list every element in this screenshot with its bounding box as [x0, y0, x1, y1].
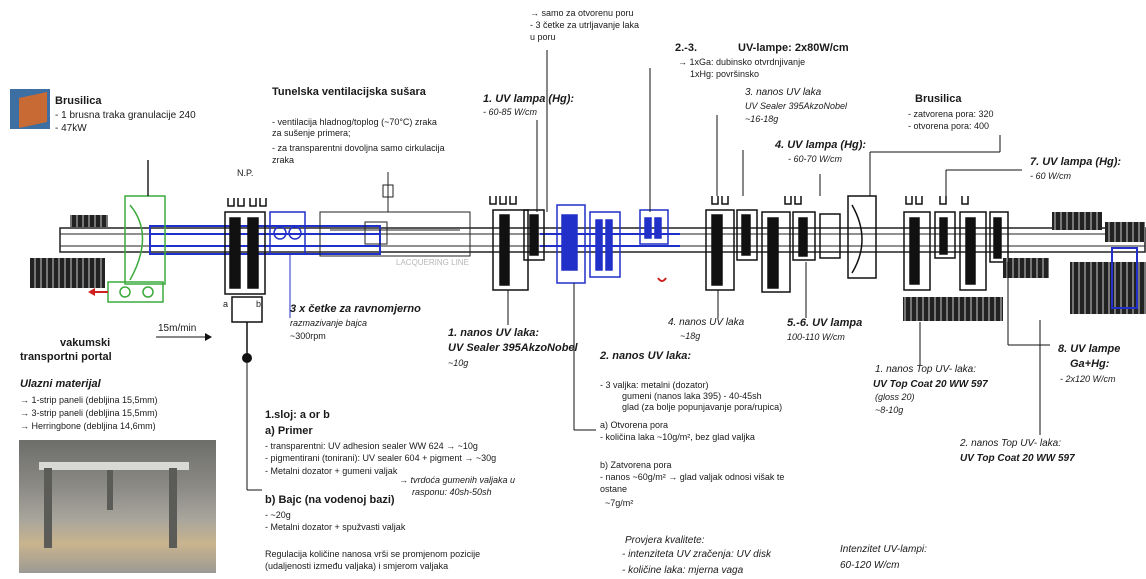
top-coat-1-line: UV Top Coat 20 WW 597 — [873, 379, 988, 390]
sander-2-title: Brusilica — [915, 93, 962, 105]
tunnel-dryer — [319, 172, 471, 257]
uv-lamps-23-line: 1xHg: površinsko — [690, 69, 760, 79]
coat-2-line: glad (za bolje popunjavanje pora/rupica) — [622, 402, 783, 412]
sander-2-line: - otvorena pora: 400 — [908, 121, 990, 131]
leader-lines — [507, 50, 1050, 435]
quality-title: Provjera kvalitete: — [625, 535, 705, 546]
uv-lamp-7-title: 7. UV lampa (Hg): — [1030, 156, 1122, 168]
top-coat-2-title: 2. nanos Top UV- laka: — [960, 438, 1061, 449]
open-pore-line: - 3 četke za utrljavanje laka — [530, 20, 640, 30]
coat-2-line: - nanos ~60g/m² → glad valjak odnosi viš… — [600, 472, 785, 482]
tunnel-line: - ventilacija hladnog/toplog (~70°C) zra… — [272, 117, 437, 127]
coat-2-title: 2. nanos UV laka: — [600, 350, 692, 362]
brushes-line: razmazivanje bajca — [290, 318, 368, 328]
intensity-value: 60-120 W/cm — [840, 560, 900, 571]
quality-line: - intenziteta UV zračenja: UV disk — [622, 549, 771, 560]
tunnel-title: Tunelska ventilacijska sušara — [272, 86, 426, 98]
coat-2-line: gumeni (nanos laka 395) - 40-45sh — [622, 391, 762, 401]
np-label: N.P. — [237, 168, 254, 178]
intensity-title: Intenzitet UV-lampi: — [840, 544, 927, 555]
input-line: → Herringbone (debljina 14,6mm) — [20, 421, 156, 431]
coat-2-line: b) Zatvorena pora — [600, 460, 672, 470]
primer-roller-units — [224, 198, 267, 356]
uv-lamp-8-line: Ga+Hg: — [1070, 358, 1110, 370]
uv-lamp-1-value: - 60-85 W/cm — [483, 107, 538, 117]
quality-line: - količine laka: mjerna vaga — [622, 565, 744, 576]
sander-logo-icon — [10, 89, 50, 129]
sander-1-line: - 1 brusna traka granulacije 240 — [55, 110, 196, 121]
coat-2-line: - količina laka ~10g/m², bez glad valjka — [600, 432, 755, 442]
roller-b-label: b — [256, 299, 262, 309]
input-line: → 3-strip paneli (debljina 15,5mm) — [20, 408, 158, 418]
uv-lamp-56-value: 100-110 W/cm — [787, 332, 845, 342]
uv-lamp-8-title: 8. UV lampe — [1058, 343, 1121, 355]
coat-3-line: ~16-18g — [745, 114, 779, 124]
uv-lamp-4-value: - 60-70 W/cm — [788, 154, 843, 164]
top-coat-units — [903, 196, 1009, 291]
uv-lamp-7-value: - 60 W/cm — [1030, 171, 1072, 181]
coat-1-line: ~10g — [448, 358, 469, 368]
uv-lamp-4-title: 4. UV lampa (Hg): — [775, 139, 867, 151]
stain-line: - Metalni dozator + spužvasti valjak — [265, 522, 406, 532]
tunnel-line: - za transparentni dovoljna samo cirkula… — [272, 143, 445, 153]
layer-1-title: 1.sloj: a or b — [265, 409, 330, 421]
top-coat-1-line: ~8-10g — [875, 405, 904, 415]
uv-coater-3 — [705, 196, 841, 293]
top-coat-2-line: UV Top Coat 20 WW 597 — [960, 453, 1075, 464]
primer-line: - transparentni: UV adhesion sealer WW 6… — [265, 441, 478, 451]
coat-2-line: ostane — [600, 484, 628, 494]
portal-title: vakumski — [60, 337, 111, 349]
coat-2-line: - 3 valjka: metalni (dozator) — [600, 380, 709, 390]
uv-lamp-1 — [489, 196, 545, 291]
open-pore-line: u poru — [530, 32, 556, 42]
open-pore-line: → samo za otvorenu poru — [530, 8, 634, 18]
brushes-title: 3 x četke za ravnomjerno — [290, 303, 421, 315]
transport-portal-photo — [19, 440, 216, 573]
primer-title: a) Primer — [265, 425, 313, 437]
watermark: LACQUERING LINE — [396, 258, 469, 267]
input-title: Ulazni materijal — [20, 378, 101, 390]
regulation-line: (udaljenosti između valjaka) i smjerom v… — [265, 561, 449, 571]
coat-2-line: a) Otvorena pora — [600, 420, 669, 430]
coat-4-title: 4. nanos UV laka — [668, 317, 745, 328]
uv-lamps-23-title: UV-lampe: 2x80W/cm — [738, 42, 849, 54]
coat-4-value: ~18g — [680, 331, 701, 341]
uv-lamp-56-title: 5.-6. UV lampa — [787, 317, 863, 329]
primer-line: - Metalni dozator + gumeni valjak — [265, 466, 398, 476]
infeed-rollers — [30, 258, 105, 288]
sander-2-unit — [847, 195, 877, 279]
input-line: → 1-strip paneli (debljina 15,5mm) — [20, 395, 158, 405]
tunnel-line: za sušenje primera; — [272, 128, 351, 138]
coat-2-line: ~7g/m² — [605, 498, 634, 508]
portal-title: transportni portal — [20, 351, 112, 363]
coat-1-line: UV Sealer 395AkzoNobel — [448, 342, 578, 354]
stain-title: b) Bajc (na vodenoj bazi) — [265, 494, 395, 506]
top-coat-1-title: 1. nanos Top UV- laka: — [875, 364, 976, 375]
uv-lamps-23-line: → 1xGa: dubinsko otvrdnjivanje — [678, 57, 806, 67]
outfeed-stack — [1052, 212, 1146, 314]
hardness-line: → tvrdoća gumenih valjaka u — [399, 475, 516, 485]
tunnel-line: zraka — [272, 155, 295, 165]
open-pore-brushes — [556, 204, 669, 284]
hardness-line: rasponu: 40sh-50sh — [412, 487, 492, 497]
sander-1-line: - 47kW — [55, 123, 87, 134]
sander-2-line: - zatvorena pora: 320 — [908, 109, 994, 119]
brushes-line: ~300rpm — [290, 331, 326, 341]
coat-3-line: UV Sealer 395AkzoNobel — [745, 101, 848, 111]
top-coat-rollers — [903, 297, 1003, 321]
uv-lamps-23-num: 2.-3. — [675, 42, 698, 54]
speed-label: 15m/min — [158, 323, 197, 334]
coat-1-title: 1. nanos UV laka: — [448, 327, 540, 339]
uv-lamp-8-line: - 2x120 W/cm — [1060, 374, 1116, 384]
regulation-line: Regulacija količine nanosa vrši se promj… — [265, 549, 481, 559]
stain-line: - ~20g — [265, 510, 291, 520]
uv-lamp-1-title: 1. UV lampa (Hg): — [483, 93, 575, 105]
top-coat-1-line: (gloss 20) — [875, 392, 915, 402]
sander-1-title: Brusilica — [55, 95, 102, 107]
roller-a-label: a — [223, 299, 229, 309]
stain-brushes — [269, 211, 306, 255]
primer-line: - pigmentirani (tonirani): UV sealer 604… — [265, 453, 497, 463]
coat-3-title: 3. nanos UV laka — [745, 87, 822, 98]
